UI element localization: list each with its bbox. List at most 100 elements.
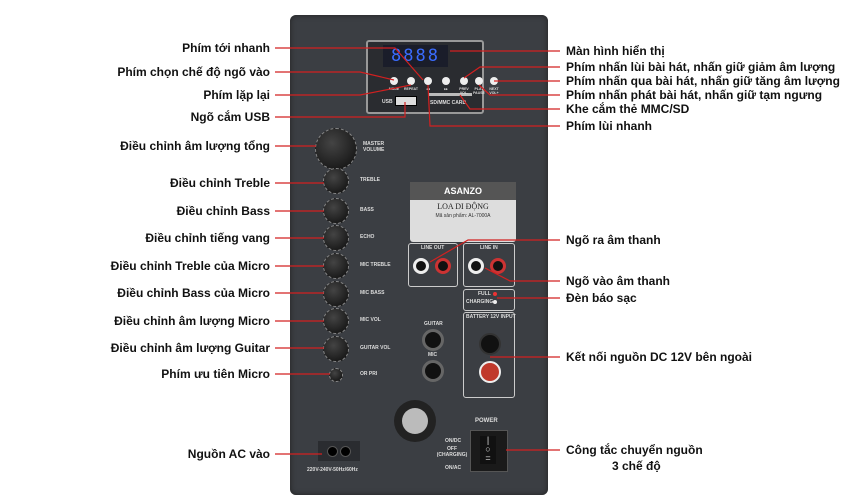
left-callout-label: Điều chỉnh Treble của Micro xyxy=(110,259,270,273)
knob[interactable] xyxy=(323,281,349,307)
or-pri-button[interactable] xyxy=(329,368,343,382)
charging-label: CHARGING xyxy=(466,299,494,305)
knob-label: MIC BASS xyxy=(360,290,385,296)
left-callout-label: Điều chỉnh âm lượng Guitar xyxy=(110,341,270,355)
right-callout-label: Ngõ ra âm thanh xyxy=(566,233,661,247)
knob[interactable] xyxy=(323,308,349,334)
knob-label: MIC TREBLE xyxy=(360,262,391,268)
left-callout-label: Điều chỉnh Treble xyxy=(169,176,270,190)
knob-label: MIC VOL xyxy=(360,317,381,323)
panel-button[interactable] xyxy=(460,77,468,85)
panel-button-label: ▸▸ xyxy=(444,87,448,91)
power-label: POWER xyxy=(475,418,498,424)
left-callout-label: Phím lặp lại xyxy=(203,88,270,102)
battery-input-box xyxy=(463,312,515,398)
leader-line xyxy=(459,94,560,110)
knob-label: OR PRI xyxy=(360,371,378,377)
left-callout-label: Điều chỉnh tiếng vang xyxy=(145,231,270,245)
ac-pin xyxy=(340,446,351,457)
panel-button[interactable] xyxy=(442,77,450,85)
leader-line xyxy=(463,66,560,79)
line-in-label: LINE IN xyxy=(480,245,498,251)
right-callout-label: Phím nhấn lùi bài hát, nhấn giữ giảm âm … xyxy=(566,60,836,74)
line-in-red-jack[interactable] xyxy=(490,258,506,274)
left-callout-label: Điều chỉnh Bass của Micro xyxy=(117,286,270,300)
knob-label: BASS xyxy=(360,207,374,213)
charging-led xyxy=(493,300,497,304)
usb-port[interactable] xyxy=(395,96,417,106)
pole-mount xyxy=(394,400,436,442)
panel-button[interactable] xyxy=(407,77,415,85)
left-callout-label: Phím tới nhanh xyxy=(182,41,270,55)
panel-button-label: PREV VOL- xyxy=(459,87,469,95)
product-model: Mã sản phẩm: AL-7000A xyxy=(435,213,491,219)
usb-label: USB xyxy=(382,99,393,105)
right-callout-label: 3 chế độ xyxy=(612,459,661,473)
mic-jack[interactable] xyxy=(422,360,444,382)
line-in-white-jack[interactable] xyxy=(468,258,484,274)
panel-button-label: MODE xyxy=(388,87,400,91)
knob[interactable] xyxy=(323,225,349,251)
line-out-label: LINE OUT xyxy=(421,245,445,251)
product-title: LOA DI ĐỘNG xyxy=(437,202,489,211)
panel-button-label: PLAY PAUSE xyxy=(473,87,485,95)
off-label: OFF (CHARGING) xyxy=(436,446,468,458)
right-callout-label: Khe cắm thẻ MMC/SD xyxy=(566,102,690,116)
panel-button[interactable] xyxy=(475,77,483,85)
knob[interactable] xyxy=(323,198,349,224)
left-callout-label: Nguồn AC vào xyxy=(187,447,270,461)
leader-line xyxy=(275,47,424,81)
full-led xyxy=(493,292,497,296)
sd-label: SD/MMC CARD xyxy=(430,100,467,106)
full-label: FULL xyxy=(478,291,491,297)
right-callout-label: Kết nối nguồn DC 12V bên ngoài xyxy=(566,350,752,364)
right-callout-label: Ngõ vào âm thanh xyxy=(566,274,671,288)
dc-negative-terminal[interactable] xyxy=(479,333,501,355)
line-out-box xyxy=(408,243,458,287)
mount-bolt-icon xyxy=(402,408,428,434)
mic-label: MIC xyxy=(428,352,438,358)
right-callout-label: Phím lùi nhanh xyxy=(566,119,652,133)
on-ac-label: ON/AC xyxy=(445,465,462,471)
guitar-jack[interactable] xyxy=(422,329,444,351)
line-out-red-jack[interactable] xyxy=(435,258,451,274)
power-switch[interactable]: |○= xyxy=(470,430,508,472)
guitar-label: GUITAR xyxy=(424,321,443,327)
knob-label: MASTER VOLUME xyxy=(363,141,385,153)
panel-button-label: NEXT VOL+ xyxy=(489,87,499,95)
right-callout-label: Phím nhấn phát bài hát, nhấn giữ tạm ngư… xyxy=(566,88,823,102)
leader-line xyxy=(427,84,560,127)
panel-button-label: REPEAT xyxy=(404,87,418,91)
leader-line xyxy=(275,102,406,118)
panel-button[interactable] xyxy=(424,77,432,85)
line-out-white-jack[interactable] xyxy=(413,258,429,274)
sd-slot[interactable] xyxy=(428,93,472,96)
led-display: 8888 xyxy=(383,45,448,67)
line-in-box xyxy=(463,243,515,287)
ac-rating: 220V-240V-50Hz/60Hz xyxy=(307,467,358,473)
leader-line xyxy=(429,239,560,263)
left-callout-label: Điều chỉnh Bass xyxy=(176,204,270,218)
knob[interactable] xyxy=(323,253,349,279)
right-callout-label: Phím nhấn qua bài hát, nhấn giữ tăng âm … xyxy=(566,74,840,88)
dc-positive-terminal[interactable] xyxy=(479,361,501,383)
leader-line xyxy=(484,267,560,282)
right-callout-label: Đèn báo sạc xyxy=(566,291,637,305)
left-callout-label: Phím chọn chế độ ngõ vào xyxy=(117,65,270,79)
left-callout-label: Phím ưu tiên Micro xyxy=(161,367,270,381)
rocker-icon: |○= xyxy=(480,436,496,464)
brand-logo: ASANZO xyxy=(410,182,516,200)
knob[interactable] xyxy=(323,336,349,362)
knob[interactable] xyxy=(323,168,349,194)
leader-line xyxy=(275,84,412,96)
ac-pin xyxy=(327,446,338,457)
charge-indicator-box xyxy=(463,289,515,311)
right-callout-label: Màn hình hiển thị xyxy=(566,44,665,58)
knob-label: ECHO xyxy=(360,234,375,240)
panel-button[interactable] xyxy=(390,77,398,85)
battery-label: BATTERY 12V INPUT xyxy=(466,314,516,320)
left-callout-label: Điều chỉnh âm lượng tổng xyxy=(120,139,270,153)
knob-label: TREBLE xyxy=(360,177,380,183)
